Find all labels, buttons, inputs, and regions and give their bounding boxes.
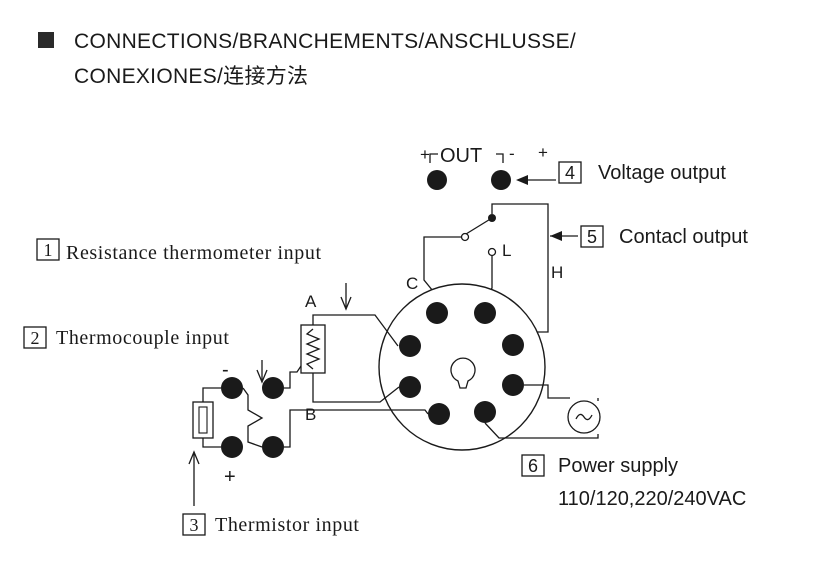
item-6-number: 6	[528, 456, 538, 476]
ac-sine-icon	[575, 413, 593, 421]
item-4-number: 4	[565, 163, 575, 183]
socket-pin-power-2	[474, 401, 496, 423]
relay-switch-arm	[465, 217, 493, 235]
input-terminal-top-right	[262, 377, 284, 399]
voltage-output-arrowhead-icon	[516, 175, 528, 185]
item-6-box	[521, 454, 545, 477]
socket-key-notch	[450, 357, 476, 389]
wire-power-1	[524, 384, 570, 399]
terminal-letter-h: H	[551, 263, 563, 282]
item-5-box	[580, 225, 604, 248]
input-terminal-top-left	[221, 377, 243, 399]
relay-contact-c	[460, 232, 470, 242]
heading-bullet-icon	[38, 32, 54, 48]
out-bracket-left	[429, 153, 438, 163]
wire-rtd-b	[312, 373, 400, 403]
wire-thermistor-bottom	[202, 438, 221, 448]
item-3-box	[182, 513, 206, 536]
socket-pin-h	[502, 334, 524, 356]
item-1-box	[36, 238, 60, 261]
socket-pin-rtd-a	[399, 335, 421, 357]
item-2-label: Thermocouple input	[56, 327, 230, 349]
socket-pin-minus	[428, 403, 450, 425]
socket-pin-b	[399, 376, 421, 398]
wire-rtd-a	[312, 314, 399, 347]
out-label: OUT	[440, 145, 482, 167]
terminal-letter-c: C	[406, 274, 418, 293]
terminal-letter-l: L	[502, 241, 511, 260]
item-4-box	[558, 161, 582, 184]
item-3-number: 3	[190, 515, 199, 535]
voltage-out-terminal-minus	[491, 170, 511, 190]
thermistor-element-icon	[198, 406, 208, 434]
item-1-label: Resistance thermometer input	[66, 242, 322, 264]
thermistor-arrow-icon	[188, 450, 200, 465]
item-4-label: Voltage output	[598, 162, 726, 184]
voltage-out-terminal-plus	[427, 170, 447, 190]
thermocouple-junction-icon	[242, 387, 264, 448]
out-minus: -	[509, 144, 515, 163]
rtd-arrow-icon	[340, 296, 352, 311]
wire-tc-positive	[284, 365, 302, 389]
thermocouple-arrow-icon	[256, 369, 268, 384]
out-bracket-right	[496, 153, 504, 163]
socket-pin-power-1	[502, 374, 524, 396]
input-terminal-bottom-left	[221, 436, 243, 458]
item-2-number: 2	[31, 328, 40, 348]
heading-line-2: CONEXIONES/连接方法	[74, 65, 308, 88]
polarity-minus: -	[222, 359, 229, 381]
heading-line-1: CONNECTIONS/BRANCHEMENTS/ANSCHLUSSE/	[74, 30, 576, 53]
rtd-resistor-icon	[305, 328, 321, 370]
thermistor-body	[192, 401, 214, 439]
out-plus-right: +	[538, 143, 548, 162]
item-1-number: 1	[44, 240, 53, 260]
socket-pin-c	[426, 302, 448, 324]
item-6-label: Power supply	[558, 455, 678, 477]
item-5-number: 5	[587, 227, 597, 247]
input-terminal-bottom-right	[262, 436, 284, 458]
out-plus-left: +	[420, 145, 430, 164]
item-2-box	[23, 326, 47, 349]
terminal-letter-b: B	[305, 405, 316, 424]
power-rating: 110/120,220/240VAC	[558, 488, 746, 510]
wire-power-2	[484, 422, 599, 439]
wire-thermistor-top	[202, 387, 221, 402]
relay-contact-l	[487, 247, 497, 257]
terminal-letter-a: A	[305, 292, 317, 311]
wire-h	[491, 203, 549, 333]
rtd-resistor-box	[300, 324, 326, 374]
wire-tc-negative	[284, 409, 429, 448]
socket-pin-l	[474, 302, 496, 324]
item-3-label: Thermistor input	[215, 514, 360, 536]
contact-output-arrowhead-icon	[550, 231, 562, 241]
item-5-label: Contacl output	[619, 226, 748, 248]
polarity-plus: +	[224, 466, 236, 488]
